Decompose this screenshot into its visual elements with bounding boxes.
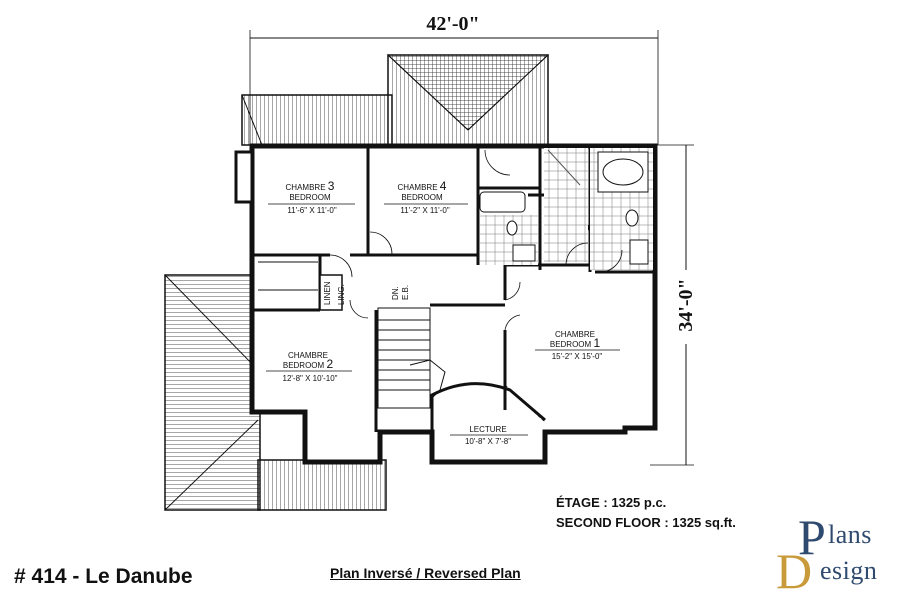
bedroom4-en: BEDROOM — [401, 193, 443, 202]
svg-text:BEDROOM 1: BEDROOM 1 — [550, 336, 601, 350]
bedroom2-num: 2 — [326, 357, 333, 371]
bedroom1-fr: CHAMBRE — [555, 330, 595, 339]
plans-design-logo: P lans D esign — [770, 509, 895, 599]
room-lecture: LECTURE 10'-8" X 7'-8" — [450, 425, 528, 446]
svg-text:BEDROOM 2: BEDROOM 2 — [283, 357, 334, 371]
stairs — [377, 307, 446, 409]
linen-label: LINEN — [323, 281, 332, 305]
width-dimension-label: 42'-0" — [426, 13, 479, 35]
roof-top — [241, 54, 550, 146]
area-second-floor-label: SECOND FLOOR : 1325 sq.ft. — [556, 515, 736, 530]
bedroom4-fr: CHAMBRE — [398, 183, 438, 192]
bedroom2-fr: CHAMBRE — [288, 351, 328, 360]
linen-closet — [258, 261, 343, 311]
plan-title: # 414 - Le Danube — [14, 565, 193, 588]
bedroom1-en: BEDROOM — [550, 340, 592, 349]
fixtures — [479, 149, 649, 265]
depth-dimension-label: 34'-0" — [675, 278, 697, 331]
area-etage-label: ÉTAGE : 1325 p.c. — [556, 495, 667, 510]
roof-left — [164, 274, 387, 511]
bedroom1-num: 1 — [593, 336, 600, 350]
sink-icon-2 — [512, 244, 536, 262]
doors — [329, 149, 623, 423]
plan-subtitle: Plan Inversé / Reversed Plan — [330, 565, 521, 581]
sink-icon — [629, 239, 649, 265]
logo-esign: esign — [820, 556, 878, 585]
bedroom2-en: BEDROOM — [283, 361, 325, 370]
bedroom3-en: BEDROOM — [289, 193, 331, 202]
svg-text:CHAMBRE 3: CHAMBRE 3 — [286, 179, 335, 193]
bedroom1-size: 15'-2" X 15'-0" — [552, 352, 603, 361]
lecture-size: 10'-8" X 7'-8" — [465, 437, 511, 446]
logo-d: D — [776, 543, 813, 599]
toilet-icon — [625, 209, 639, 227]
bedroom3-num: 3 — [328, 179, 335, 193]
bedroom3-fr: CHAMBRE — [286, 183, 326, 192]
bedroom4-size: 11'-2" X 11'-0" — [400, 206, 450, 215]
room-bedroom-4: CHAMBRE 4 BEDROOM 11'-2" X 11'-0" — [384, 179, 468, 215]
bedroom4-num: 4 — [440, 179, 447, 193]
room-bedroom-2: CHAMBRE BEDROOM 2 12'-8" X 10'-10" — [266, 351, 352, 383]
toilet-icon-2 — [506, 220, 518, 236]
eb-label: E.B. — [401, 285, 410, 300]
logo-p: P — [798, 509, 826, 565]
bedroom3-size: 11'-6" X 11'-0" — [287, 206, 337, 215]
ling-label: LING. — [337, 284, 346, 305]
depth-dimension: 34'-0" — [650, 144, 700, 466]
width-dimension: 42'-0" — [249, 10, 659, 145]
svg-text:CHAMBRE 4: CHAMBRE 4 — [398, 179, 447, 193]
logo-lans: lans — [828, 520, 872, 549]
room-bedroom-1: CHAMBRE BEDROOM 1 15'-2" X 15'-0" — [535, 330, 620, 361]
bathtub-icon — [479, 191, 526, 213]
bedroom2-size: 12'-8" X 10'-10" — [283, 374, 338, 383]
dn-label: DN. — [391, 286, 400, 300]
room-bedroom-3: CHAMBRE 3 BEDROOM 11'-6" X 11'-0" — [268, 179, 355, 215]
lecture-name: LECTURE — [469, 425, 506, 434]
